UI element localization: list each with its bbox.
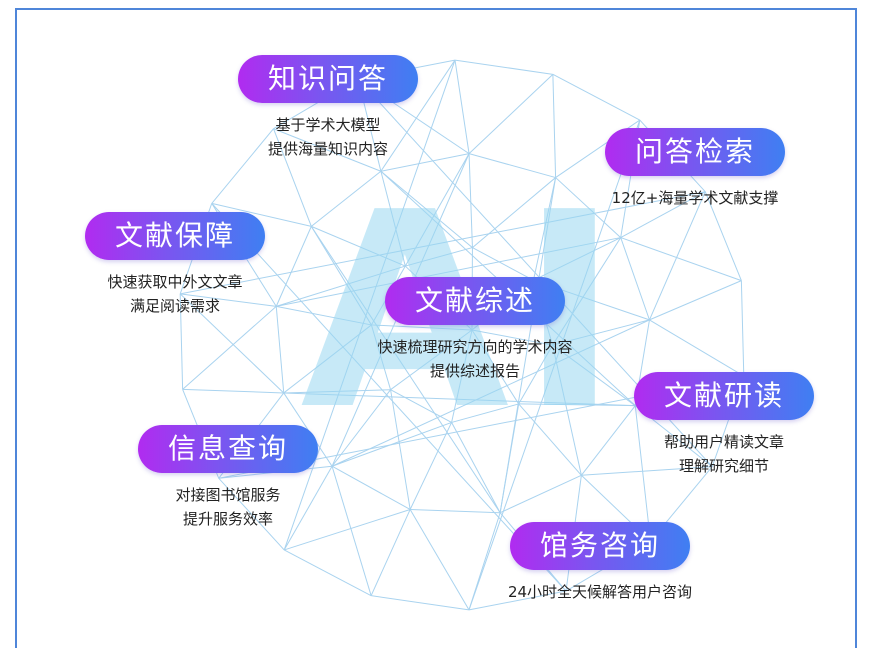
mesh-edge bbox=[276, 306, 283, 393]
node-knowledge-qa: 知识问答 基于学术大模型 提供海量知识内容 bbox=[213, 55, 443, 161]
literature-review-desc-line-1: 快速梳理研究方向的学术内容 bbox=[340, 335, 610, 359]
mesh-edge bbox=[410, 509, 469, 609]
literature-supply-desc-line-2: 满足阅读需求 bbox=[60, 294, 290, 318]
literature-reading-desc-line-2: 理解研究细节 bbox=[614, 454, 834, 478]
info-query-desc-line-1: 对接图书馆服务 bbox=[113, 483, 343, 507]
literature-reading-desc: 帮助用户精读文章 理解研究细节 bbox=[614, 430, 834, 478]
literature-review-title: 文献综述 bbox=[385, 277, 565, 325]
mesh-edge bbox=[371, 596, 469, 610]
mesh-edge bbox=[410, 509, 500, 512]
node-qa-retrieval: 问答检索 12亿+海量学术文献支撑 bbox=[580, 128, 810, 210]
literature-supply-desc: 快速获取中外文文章 满足阅读需求 bbox=[60, 270, 290, 318]
info-query-title: 信息查询 bbox=[138, 425, 318, 473]
library-consult-title: 馆务咨询 bbox=[510, 522, 690, 570]
mesh-edge bbox=[741, 281, 743, 376]
node-library-consult: 馆务咨询 24小时全天候解答用户咨询 bbox=[470, 522, 730, 604]
mesh-edge bbox=[469, 74, 553, 153]
mesh-edge bbox=[371, 509, 410, 595]
library-consult-desc: 24小时全天候解答用户咨询 bbox=[470, 580, 730, 604]
library-consult-desc-line-1: 24小时全天候解答用户咨询 bbox=[470, 580, 730, 604]
mesh-edge bbox=[183, 389, 284, 393]
literature-reading-title: 文献研读 bbox=[634, 372, 814, 420]
info-query-desc: 对接图书馆服务 提升服务效率 bbox=[113, 483, 343, 531]
literature-reading-desc-line-1: 帮助用户精读文章 bbox=[614, 430, 834, 454]
knowledge-qa-title: 知识问答 bbox=[238, 55, 418, 103]
literature-review-desc: 快速梳理研究方向的学术内容 提供综述报告 bbox=[340, 335, 610, 383]
mesh-edge bbox=[649, 192, 705, 320]
mesh-edge bbox=[649, 281, 741, 320]
knowledge-qa-desc-line-2: 提供海量知识内容 bbox=[213, 137, 443, 161]
node-info-query: 信息查询 对接图书馆服务 提升服务效率 bbox=[113, 425, 343, 531]
node-literature-supply: 文献保障 快速获取中外文文章 满足阅读需求 bbox=[60, 212, 290, 318]
knowledge-qa-desc-line-1: 基于学术大模型 bbox=[213, 113, 443, 137]
mesh-edge bbox=[455, 60, 553, 74]
mesh-edge bbox=[500, 475, 581, 512]
mesh-edge bbox=[183, 306, 277, 389]
qa-retrieval-desc-line-1: 12亿+海量学术文献支撑 bbox=[580, 186, 810, 210]
mesh-edge bbox=[455, 60, 469, 154]
mesh-edge bbox=[332, 466, 410, 509]
mesh-edge bbox=[621, 238, 742, 281]
mesh-edge bbox=[649, 320, 743, 376]
literature-review-desc-line-2: 提供综述报告 bbox=[340, 359, 610, 383]
qa-retrieval-desc: 12亿+海量学术文献支撑 bbox=[580, 186, 810, 210]
literature-supply-desc-line-1: 快速获取中外文文章 bbox=[60, 270, 290, 294]
node-literature-review: 文献综述 快速梳理研究方向的学术内容 提供综述报告 bbox=[340, 277, 610, 383]
literature-supply-title: 文献保障 bbox=[85, 212, 265, 260]
info-query-desc-line-2: 提升服务效率 bbox=[113, 507, 343, 531]
mesh-edge bbox=[553, 74, 640, 120]
node-literature-reading: 文献研读 帮助用户精读文章 理解研究细节 bbox=[614, 372, 834, 478]
qa-retrieval-title: 问答检索 bbox=[605, 128, 785, 176]
knowledge-qa-desc: 基于学术大模型 提供海量知识内容 bbox=[213, 113, 443, 161]
mesh-edge bbox=[284, 550, 371, 596]
